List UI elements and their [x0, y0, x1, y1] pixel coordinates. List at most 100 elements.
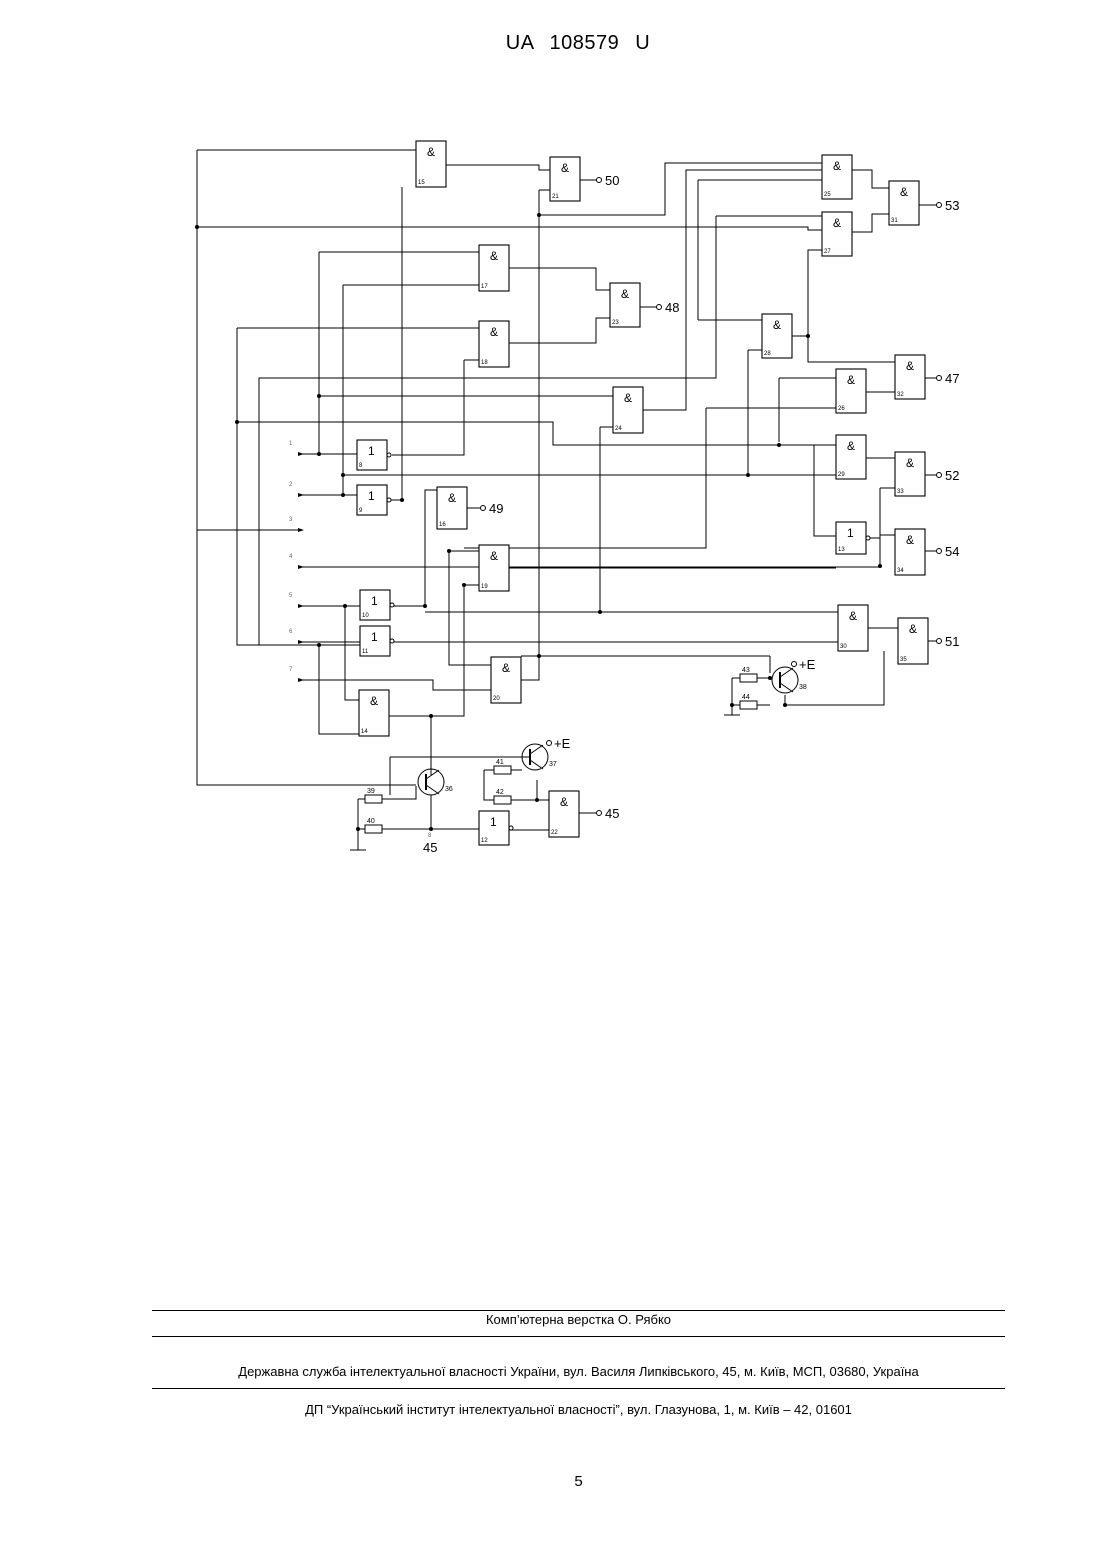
- and-gate: & 20: [491, 657, 521, 703]
- resistor-icon: [365, 825, 382, 833]
- gate-symbol: &: [900, 185, 908, 199]
- gate-number: 22: [551, 830, 558, 836]
- and-gate: & 34: [895, 529, 925, 575]
- gate-symbol: 1: [368, 489, 375, 503]
- and-gate: &32: [895, 355, 925, 399]
- gate-symbol: &: [849, 609, 857, 623]
- gate-number: 17: [481, 284, 488, 290]
- gate-symbol: &: [490, 325, 498, 339]
- output-label: 47: [945, 371, 959, 386]
- gate-symbol: &: [561, 161, 569, 175]
- and-gate: & 35: [898, 618, 928, 664]
- resistor-icon: [365, 795, 382, 803]
- input-number: 1: [289, 441, 293, 447]
- not-gate: 19: [357, 485, 391, 515]
- gate-number: 33: [897, 489, 904, 495]
- resistor-number: 40: [367, 818, 375, 825]
- and-gate: & 25: [822, 155, 852, 199]
- transistor-number: 37: [549, 761, 557, 768]
- resistor-number: 43: [742, 667, 750, 674]
- node-label: 8: [428, 833, 432, 839]
- gate-symbol: &: [906, 359, 914, 373]
- gate-number: 27: [824, 249, 831, 255]
- and-gate: &27: [822, 212, 852, 256]
- footer-rule-middle: [152, 1336, 1005, 1337]
- transistor-icon: 36: [418, 769, 453, 795]
- not-gate: 110: [360, 590, 394, 620]
- gate-symbol: &: [621, 287, 629, 301]
- node-label: 45: [423, 840, 437, 855]
- not-gate: 111: [360, 626, 394, 656]
- power-label: +E: [799, 657, 816, 672]
- power-label: +E: [554, 736, 571, 751]
- gate-number: 29: [838, 472, 845, 478]
- page-number: 5: [152, 1473, 1005, 1490]
- layout-credit: Комп’ютерна верстка О. Рябко: [152, 1312, 1005, 1327]
- and-gate: &15: [416, 141, 446, 187]
- resistor-number: 39: [367, 788, 375, 795]
- gate-number: 12: [481, 838, 488, 844]
- not-gate: 113: [836, 522, 870, 554]
- input-arrow-icon: [298, 565, 304, 569]
- gate-symbol: &: [502, 661, 510, 675]
- and-gate: &26: [836, 369, 866, 413]
- input-number: 7: [289, 667, 293, 673]
- gate-symbol: 1: [490, 815, 497, 829]
- input-number: 6: [289, 629, 293, 635]
- input-arrow-icon: [298, 604, 304, 608]
- and-gate: &33: [895, 452, 925, 496]
- and-gate: &19: [479, 545, 509, 591]
- footer-rule-top: [152, 1310, 1005, 1311]
- gate-symbol: &: [833, 159, 841, 173]
- gate-number: 13: [838, 547, 845, 553]
- gate-number: 25: [824, 192, 831, 198]
- gate-number: 10: [362, 613, 369, 619]
- gate-symbol: &: [448, 491, 456, 505]
- gate-symbol: &: [909, 622, 917, 636]
- output-label: 52: [945, 468, 959, 483]
- and-gate: &17: [479, 245, 509, 291]
- gate-symbol: &: [773, 318, 781, 332]
- gate-symbol: &: [490, 549, 498, 563]
- transistor-number: 38: [799, 684, 807, 691]
- gate-symbol: &: [624, 391, 632, 405]
- and-gate: &18: [479, 321, 509, 367]
- input-arrow-icon: [298, 678, 304, 682]
- agency-address: Державна служба інтелектуальної власност…: [152, 1364, 1005, 1379]
- resistor-icon: [740, 701, 757, 709]
- gate-number: 24: [615, 426, 622, 432]
- and-gate: & 28: [762, 314, 792, 358]
- not-gate: 1 12: [479, 811, 513, 845]
- input-number: 3: [289, 517, 293, 523]
- gate-symbol: &: [427, 145, 435, 159]
- input-number: 5: [289, 593, 293, 599]
- and-gate: &14: [359, 690, 389, 736]
- resistor-number: 42: [496, 789, 504, 796]
- gate-symbol: 1: [368, 444, 375, 458]
- gate-number: 31: [891, 218, 898, 224]
- and-gate: & 23: [610, 283, 640, 327]
- gate-number: 26: [838, 406, 845, 412]
- resistor-icon: [740, 674, 757, 682]
- gate-number: 34: [897, 568, 904, 574]
- output-label: 50: [605, 173, 619, 188]
- and-gate: &29: [836, 435, 866, 479]
- gate-number: 28: [764, 351, 771, 357]
- input-arrow-icon: [298, 493, 304, 497]
- output-label: 45: [605, 806, 619, 821]
- and-gate: &16: [437, 487, 467, 529]
- gate-symbol: &: [906, 533, 914, 547]
- output-label: 49: [489, 501, 503, 516]
- output-label: 48: [665, 300, 679, 315]
- and-gate: & 21: [550, 157, 580, 201]
- gate-number: 35: [900, 657, 907, 663]
- transistor-number: 36: [445, 786, 453, 793]
- gate-number: 23: [612, 320, 619, 326]
- resistor-number: 44: [742, 694, 750, 701]
- institute-address: ДП “Український інститут інтелектуальної…: [152, 1402, 1005, 1417]
- gate-number: 20: [493, 696, 500, 702]
- resistor-icon: [494, 796, 511, 804]
- input-number: 2: [289, 482, 293, 488]
- gate-number: 21: [552, 194, 559, 200]
- circuit-diagram: &15&21&25&27&31&17&23&18&28&32&24&26&29&…: [0, 0, 1101, 900]
